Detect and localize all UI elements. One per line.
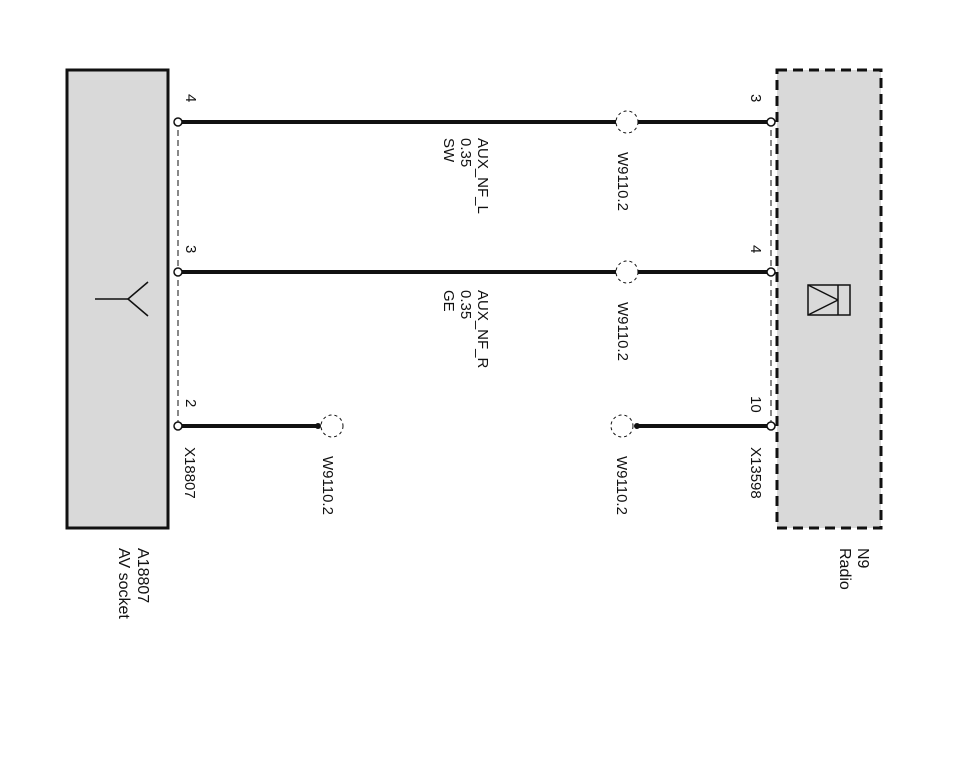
wire-2[interactable] bbox=[173, 260, 776, 284]
wire-1-gauge: 0.35 bbox=[457, 138, 474, 167]
wire-1-color: SW bbox=[440, 138, 457, 163]
wire-2-color: GE bbox=[440, 290, 457, 312]
wire-1[interactable] bbox=[173, 110, 776, 134]
open-wire-left-harness: W9110.2 bbox=[319, 456, 336, 515]
pin-radio-2: 4 bbox=[747, 245, 764, 253]
open-wire[interactable] bbox=[173, 414, 776, 438]
pin-av-2: 3 bbox=[182, 245, 199, 253]
radio-symbol-icon bbox=[807, 284, 851, 316]
av-socket-name: AV socket bbox=[115, 548, 132, 619]
radio-box[interactable] bbox=[775, 68, 883, 530]
pin-radio-1: 3 bbox=[747, 94, 764, 102]
connector-x18807-label: X18807 bbox=[181, 447, 198, 499]
wire-2-gauge: 0.35 bbox=[457, 290, 474, 319]
av-socket-symbol-icon bbox=[95, 281, 149, 317]
pin-av-1: 4 bbox=[182, 94, 199, 102]
wire-2-signal: AUX_NF_R bbox=[474, 290, 491, 369]
radio-id: N9 bbox=[854, 548, 871, 569]
pin-av-3: 2 bbox=[182, 399, 199, 407]
radio-name: Radio bbox=[836, 548, 853, 590]
connector-x13598-label: X13598 bbox=[747, 447, 764, 499]
pin-radio-3: 10 bbox=[747, 396, 764, 413]
wire-1-harness: W9110.2 bbox=[614, 152, 631, 211]
av-socket-id: A18807 bbox=[134, 548, 151, 603]
wire-2-harness: W9110.2 bbox=[614, 302, 631, 361]
wire-1-signal: AUX_NF_L bbox=[474, 138, 491, 214]
open-wire-right-harness: W9110.2 bbox=[613, 456, 630, 515]
